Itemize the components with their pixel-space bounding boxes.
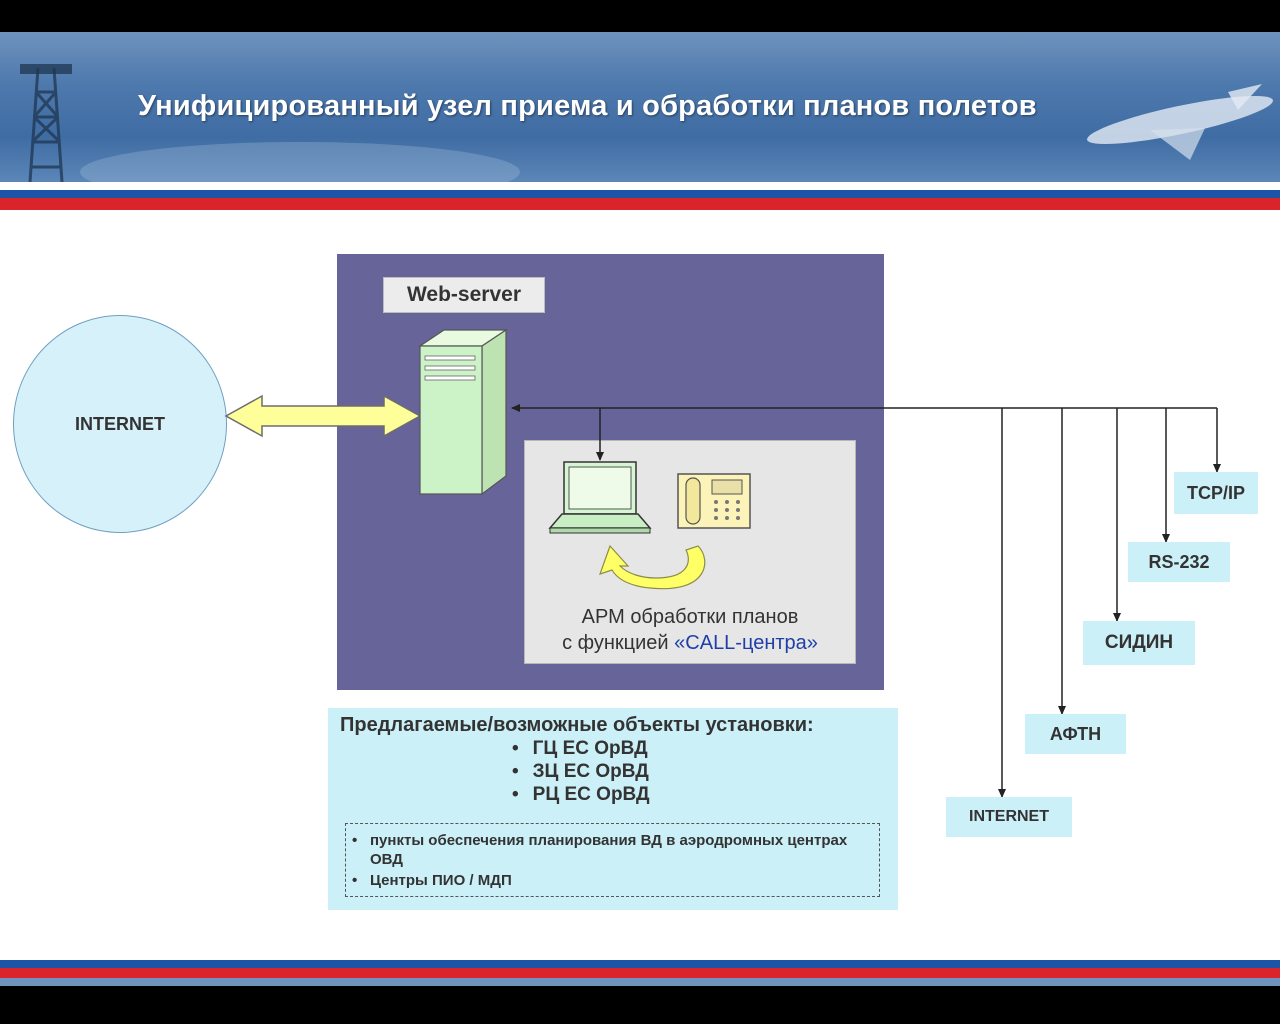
arm-caption-highlight: «CALL-центра» (674, 632, 818, 654)
protocol-sidin: СИДИН (1083, 621, 1195, 665)
install-item: РЦ ЕС ОрВД (512, 784, 650, 806)
arm-caption: АРМ обработки планов с функцией «CALL-це… (524, 604, 856, 656)
page-title: Унифицированный узел приема и обработки … (138, 90, 1037, 122)
arm-caption-line1: АРМ обработки планов (581, 606, 799, 628)
telephone-icon (677, 473, 751, 529)
arm-caption-line2: с функцией «CALL-центра» (524, 630, 856, 656)
bullet-icon: • (352, 832, 358, 849)
double-arrow-icon (224, 394, 422, 438)
install-item: ЗЦ ЕС ОрВД (512, 761, 649, 783)
internet-node: INTERNET (13, 315, 227, 533)
install-heading: Предлагаемые/возможные объекты установки… (340, 714, 814, 736)
webserver-label: Web-server (383, 277, 545, 313)
stripe-red (0, 198, 1280, 210)
curved-arrow-icon (599, 544, 706, 590)
secondary-item: • пункты обеспечения планирования ВД в а… (352, 831, 872, 869)
bottom-bar (0, 986, 1280, 1024)
stripe-lightblue-bottom (0, 978, 1280, 986)
secondary-item-text: Центры ПИО / МДП (370, 872, 512, 889)
header-banner: Унифицированный узел приема и обработки … (0, 32, 1280, 182)
server-icon (418, 328, 508, 496)
install-item: ГЦ ЕС ОрВД (512, 738, 648, 760)
top-bar (0, 0, 1280, 32)
stripe-red-bottom (0, 968, 1280, 978)
protocol-aftn: АФТН (1025, 714, 1126, 754)
secondary-item: • Центры ПИО / МДП (352, 871, 872, 890)
protocol-internet: INTERNET (946, 797, 1072, 837)
protocol-rs232: RS-232 (1128, 542, 1230, 582)
arm-caption-prefix: с функцией (562, 632, 675, 654)
stripe-blue-bottom (0, 960, 1280, 968)
secondary-item-text: пункты обеспечения планирования ВД в аэр… (370, 832, 848, 868)
stripe-white (0, 182, 1280, 190)
secondary-list (345, 823, 880, 897)
header-decor-icon (20, 64, 1273, 182)
laptop-icon (548, 461, 652, 534)
stripe-blue (0, 190, 1280, 198)
bullet-icon: • (352, 872, 358, 889)
protocol-tcpip: TCP/IP (1174, 472, 1258, 514)
